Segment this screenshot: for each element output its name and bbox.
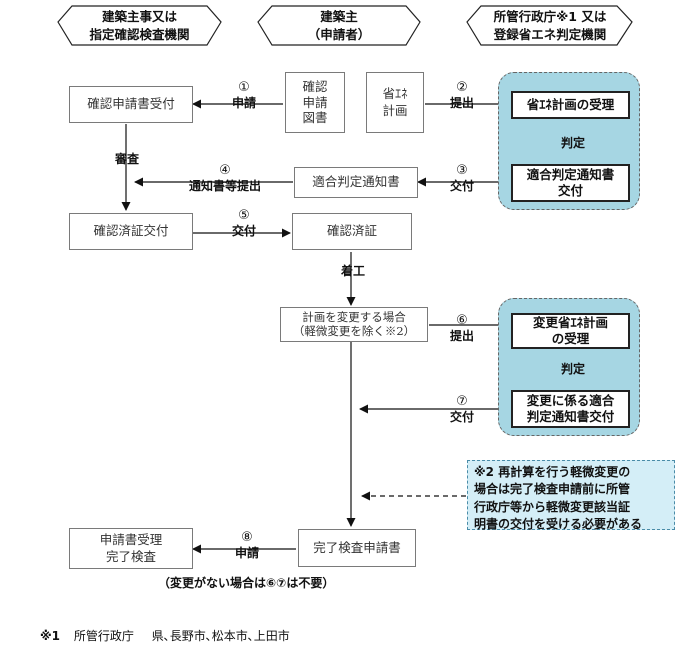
confirm-docs-box: 確認 申請 図書 (285, 72, 345, 133)
completion-inspection-box: 申請書受理 完了検査 (69, 528, 193, 569)
minor-change-note: ※2 再計算を行う軽微変更の 場合は完了検査申請前に所管 行政庁等から軽微変更該… (467, 460, 675, 531)
changed-notice-issue-text: 変更に係る適合 判定通知書交付 (526, 393, 615, 424)
conformity-notice-issue-box: 適合判定通知書 交付 (511, 164, 630, 202)
confirm-cert-issue-box: 確認済証交付 (69, 213, 193, 250)
no-change-note: （変更がない場合は⑥⑦は不要） (158, 576, 335, 590)
construction-start-label: 着工 (340, 264, 365, 278)
header-left-banner (57, 5, 222, 46)
conformity-notice-text: 適合判定通知書 (312, 174, 400, 190)
confirm-cert-text: 確認済証 (326, 223, 377, 239)
energy-plan-accept-box: 省ｴﾈ計画の受理 (511, 91, 630, 119)
review-label: 審査 (114, 152, 139, 166)
confirm-receipt-text: 確認申請書受付 (87, 96, 175, 112)
header-left: 建築主事又は 指定確認検査機関 (89, 9, 190, 43)
footnote-text: 県､長野市､松本市､上田市 (151, 629, 290, 643)
conformity-notice-box: 適合判定通知書 (294, 167, 418, 198)
energy-plan-text: 省ｴﾈ 計画 (382, 86, 408, 118)
changed-plan-accept-text: 変更省ｴﾈ計画 の受理 (532, 315, 608, 346)
footnote-label: 所管行政庁 (73, 629, 134, 643)
changed-notice-issue-box: 変更に係る適合 判定通知書交付 (511, 390, 630, 428)
changed-plan-accept-box: 変更省ｴﾈ計画 の受理 (511, 313, 630, 349)
plan-change-text: 計画を変更する場合 （軽微変更を除く※2） (292, 309, 416, 338)
confirm-receipt-box: 確認申請書受付 (69, 86, 193, 123)
completion-application-text: 完了検査申請書 (313, 539, 401, 555)
completion-application-box: 完了検査申請書 (298, 529, 416, 567)
energy-plan-accept-text: 省ｴﾈ計画の受理 (526, 96, 615, 112)
confirm-cert-issue-text: 確認済証交付 (93, 223, 169, 239)
conformity-notice-issue-text: 適合判定通知書 交付 (526, 167, 615, 198)
header-center: 建築主 （申請者） (307, 9, 371, 43)
header-center-banner (257, 5, 421, 46)
plan-change-box: 計画を変更する場合 （軽微変更を除く※2） (280, 307, 428, 342)
confirm-cert-box: 確認済証 (292, 213, 412, 250)
footnote: ※1 所管行政庁 県､長野市､松本市､上田市 (40, 627, 290, 644)
confirm-docs-text: 確認 申請 図書 (302, 79, 328, 126)
footnote-mark: ※1 (40, 629, 61, 643)
header-right: 所管行政庁※1 又は 登録省エネ判定機関 (493, 9, 607, 43)
energy-plan-box: 省ｴﾈ 計画 (366, 72, 424, 133)
judgement2-label: 判定 (560, 362, 585, 376)
header-right-banner (466, 5, 633, 46)
completion-inspection-text: 申請書受理 完了検査 (99, 532, 163, 564)
judgement1-label: 判定 (560, 136, 585, 150)
